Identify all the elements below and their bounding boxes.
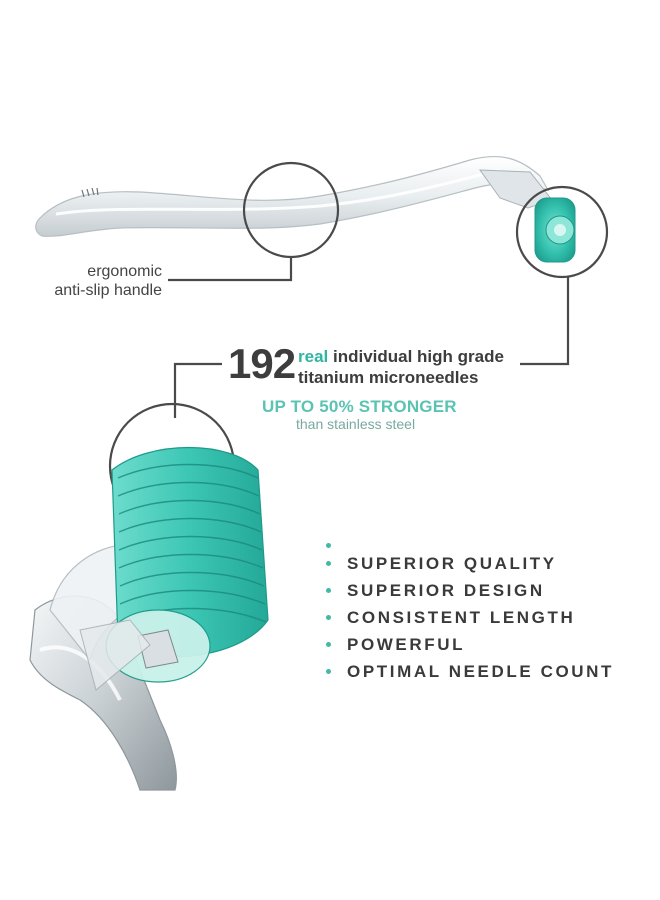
strength-subtitle: than stainless steel (296, 416, 416, 432)
feature-list-item (322, 540, 614, 550)
feature-list: SUPERIOR QUALITY SUPERIOR DESIGN CONSIST… (322, 540, 614, 685)
needle-desc-accent: real (298, 347, 329, 366)
handle-label-line1: ergonomic (87, 263, 162, 280)
needle-description: real individual high grade titanium micr… (298, 346, 504, 388)
bullet-dot-icon (326, 561, 331, 566)
needles-callout-line (173, 362, 222, 418)
handle-label-line2: anti-slip handle (54, 282, 162, 299)
handle-callout-label: ergonomic anti-slip handle (40, 262, 162, 300)
feature-list-item: POWERFUL (322, 631, 614, 658)
needle-count: 192 (228, 340, 296, 387)
large-roller-closeup (29, 446, 269, 791)
feature-label: SUPERIOR DESIGN (347, 580, 545, 600)
feature-list-item: SUPERIOR DESIGN (322, 577, 614, 604)
grip-notches-icon (81, 187, 99, 198)
bullet-dot-icon (326, 588, 331, 593)
roller-callout-circle (515, 185, 609, 279)
bullet-dot-icon (326, 669, 331, 674)
feature-label: CONSISTENT LENGTH (347, 607, 576, 627)
strength-headline: UP TO 50% STRONGER (262, 397, 457, 416)
bullet-dot-icon (326, 642, 331, 647)
top-roller-handle (35, 155, 576, 263)
feature-label: OPTIMAL NEEDLE COUNT (347, 661, 615, 681)
bullet-dot-icon (326, 542, 331, 548)
feature-list-item: SUPERIOR QUALITY (322, 550, 614, 577)
feature-label: SUPERIOR QUALITY (347, 553, 557, 573)
needle-desc-line2: titanium microneedles (298, 368, 479, 387)
bullet-dot-icon (326, 615, 331, 620)
feature-label: POWERFUL (347, 634, 466, 654)
handle-callout-line (168, 257, 293, 282)
feature-list-item: OPTIMAL NEEDLE COUNT (322, 658, 614, 685)
needle-desc-line1-rest: individual high grade (328, 347, 504, 366)
feature-list-item: CONSISTENT LENGTH (322, 604, 614, 631)
roller-callout-line (520, 277, 570, 366)
needle-desc-line1: real individual high grade (298, 346, 504, 367)
